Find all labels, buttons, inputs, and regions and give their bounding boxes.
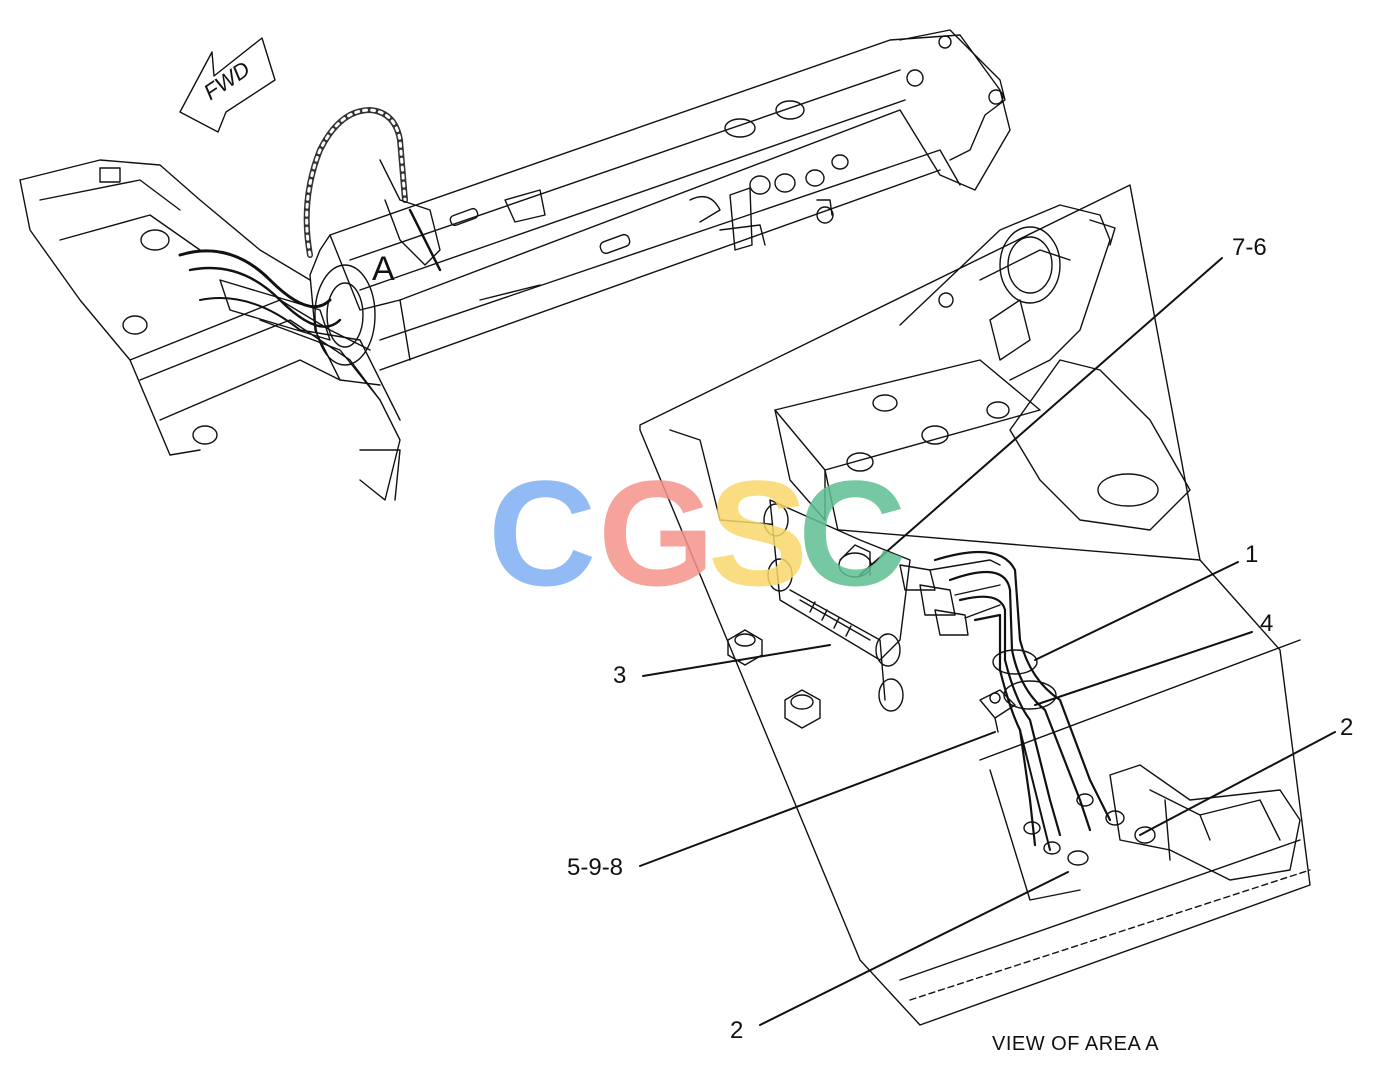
machine-frame-overview — [19, 29, 1011, 501]
watermark-letter-1: C — [488, 449, 597, 617]
leader-lines — [639, 257, 1336, 1026]
callout-2-bottom: 2 — [730, 1017, 744, 1044]
callout-1: 1 — [1245, 541, 1259, 568]
view-caption: VIEW OF AREA A — [992, 1033, 1160, 1055]
callout-5-9-8: 5-9-8 — [567, 854, 624, 881]
callout-3: 3 — [613, 662, 627, 689]
callout-4: 4 — [1260, 610, 1274, 637]
watermark-letter-4: C — [798, 449, 907, 617]
valve-manifold — [763, 499, 911, 712]
callout-2-right: 2 — [1340, 714, 1354, 741]
fittings — [899, 559, 1001, 636]
bolts — [727, 629, 821, 729]
area-marker: A — [372, 250, 395, 288]
pressure-sender — [1109, 764, 1301, 881]
callout-7-6: 7-6 — [1232, 234, 1267, 261]
watermark-letter-2: G — [598, 449, 715, 617]
hose-bundle — [933, 550, 1156, 866]
watermark-letter-3: S — [708, 449, 809, 617]
forward-arrow-icon — [179, 37, 276, 133]
